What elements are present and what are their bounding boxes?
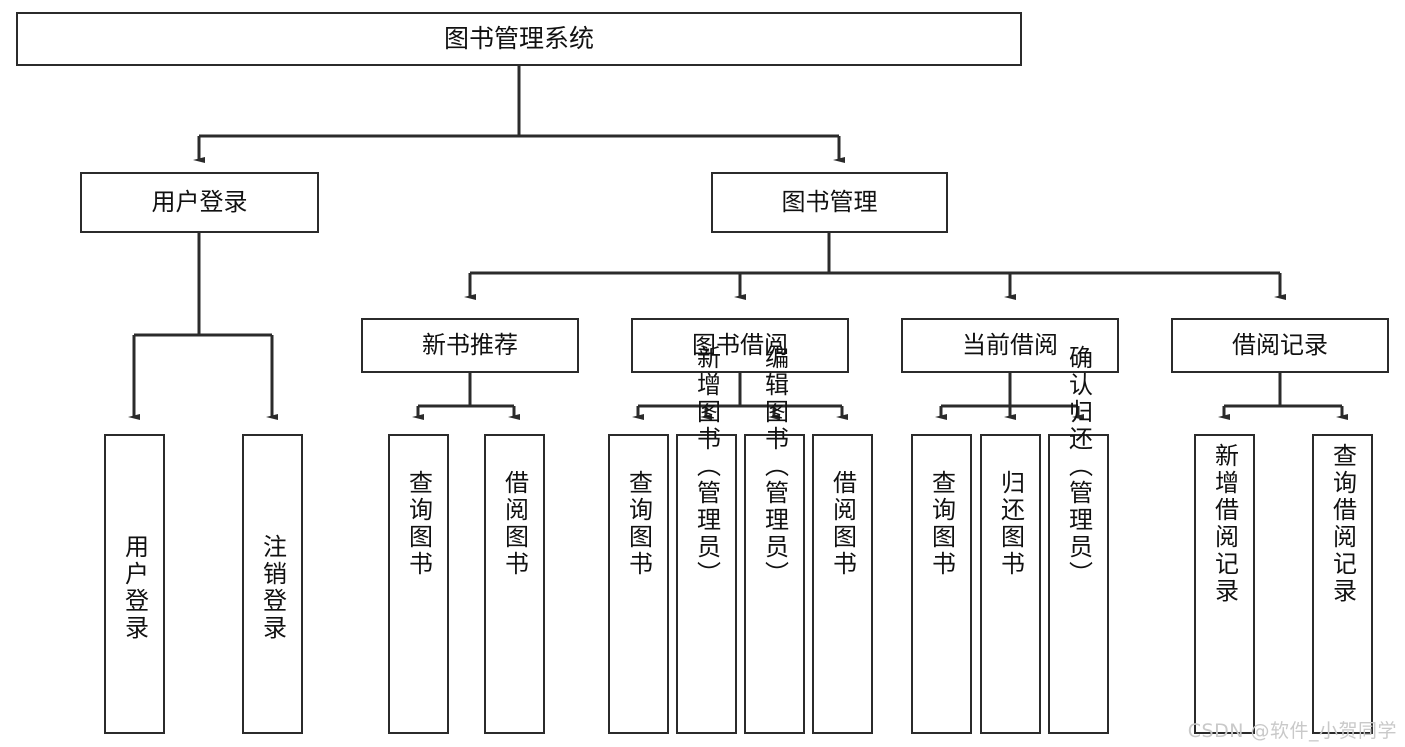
node-current-borrow[interactable]: 当前借阅: [901, 318, 1119, 373]
node-leaf-edit-book[interactable]: 编辑图书（管理员）: [744, 345, 805, 734]
node-leaf-logout-login[interactable]: 注销登录: [242, 434, 303, 734]
node-borrow-record[interactable]: 借阅记录: [1171, 318, 1389, 373]
node-leaf-logout-login-label: 注销登录: [258, 534, 287, 642]
node-leaf-confirm-return[interactable]: 确认归还（管理员）: [1048, 345, 1109, 734]
node-root-label: 图书管理系统: [443, 24, 594, 54]
node-leaf-borrow-book-1-label: 借阅图书: [500, 470, 529, 578]
node-leaf-borrow-book-2-label: 借阅图书: [828, 470, 857, 578]
node-leaf-query-book-3-label: 查询图书: [927, 470, 956, 578]
node-leaf-query-book-3[interactable]: 查询图书: [911, 434, 972, 734]
node-leaf-query-book-1[interactable]: 查询图书: [388, 434, 449, 734]
node-user-login[interactable]: 用户登录: [80, 172, 319, 233]
node-book-borrow[interactable]: 图书借阅: [631, 318, 849, 373]
node-leaf-edit-book-label: 编辑图书（管理员）: [760, 344, 789, 588]
node-leaf-query-book-2[interactable]: 查询图书: [608, 434, 669, 734]
node-leaf-query-book-2-label: 查询图书: [624, 470, 653, 578]
node-leaf-add-record-label: 新增借阅记录: [1210, 443, 1239, 605]
node-leaf-query-book-1-label: 查询图书: [404, 470, 433, 578]
node-leaf-add-book-label: 新增图书（管理员）: [692, 344, 721, 588]
node-leaf-query-record-label: 查询借阅记录: [1328, 443, 1357, 605]
node-new-book-recommend-label: 新书推荐: [422, 331, 518, 360]
node-leaf-user-login-label: 用户登录: [120, 534, 149, 642]
node-leaf-borrow-book-2[interactable]: 借阅图书: [812, 434, 873, 734]
node-root[interactable]: 图书管理系统: [16, 12, 1022, 66]
node-new-book-recommend[interactable]: 新书推荐: [361, 318, 579, 373]
node-leaf-return-book-label: 归还图书: [996, 470, 1025, 578]
node-leaf-confirm-return-label: 确认归还（管理员）: [1064, 344, 1093, 588]
node-current-borrow-label: 当前借阅: [962, 331, 1058, 360]
node-book-manage[interactable]: 图书管理: [711, 172, 948, 233]
node-leaf-add-record[interactable]: 新增借阅记录: [1194, 434, 1255, 734]
node-leaf-add-book[interactable]: 新增图书（管理员）: [676, 345, 737, 734]
node-leaf-return-book[interactable]: 归还图书: [980, 434, 1041, 734]
watermark: CSDN @软件_小贺同学: [1187, 720, 1397, 742]
node-leaf-query-record[interactable]: 查询借阅记录: [1312, 434, 1373, 734]
node-leaf-borrow-book-1[interactable]: 借阅图书: [484, 434, 545, 734]
node-book-manage-label: 图书管理: [781, 188, 878, 217]
node-leaf-user-login[interactable]: 用户登录: [104, 434, 165, 734]
node-book-borrow-label: 图书借阅: [692, 331, 788, 360]
node-user-login-label: 用户登录: [151, 188, 248, 217]
node-borrow-record-label: 借阅记录: [1232, 331, 1328, 360]
